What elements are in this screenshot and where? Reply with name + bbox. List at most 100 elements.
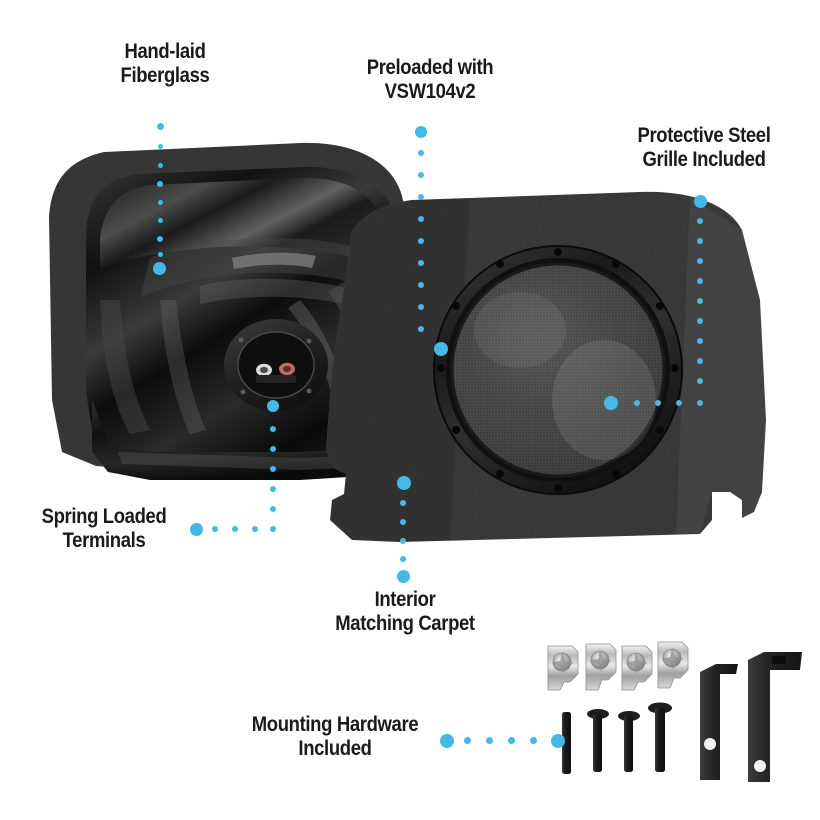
leader-dot [418,194,424,200]
bracket-slot [772,656,786,664]
spring-clip [657,641,689,689]
leader-endpoint-dot [551,734,565,748]
leader-dot [418,304,424,310]
leader-dot [270,486,276,492]
leader-endpoint-dot [604,396,618,410]
terminal-base-block [256,375,296,383]
leader-dot [232,526,238,532]
leader-dot [400,519,406,525]
leader-dot [158,200,163,205]
negative-terminal-hole [260,366,268,374]
leader-dot [212,526,218,532]
leader-endpoint-dot [153,262,166,275]
leader-dot [418,260,424,266]
leader-dot [418,238,424,244]
grille-mesh [452,264,664,476]
terminal-cup-screw-tr [306,338,312,344]
leader-dot [697,278,703,284]
leader-dot [464,737,471,744]
leader-dot [270,506,276,512]
left-enclosure-base-highlight [118,452,386,470]
leader-dot [157,181,163,187]
leader-dot [697,358,703,364]
leader-dot [400,556,406,562]
leader-dot [270,526,276,532]
grille-ring-outline [433,245,683,495]
leader-dot [270,426,276,432]
left-enclosure-top-highlight [100,177,392,268]
terminal-cup-screw-br [306,388,312,394]
grille-ring-screws [437,248,679,492]
leader-endpoint-dot [397,476,411,490]
leader-dot [252,526,258,532]
left-enclosure-specular-streak [232,252,316,269]
leader-dot [157,123,164,130]
left-enclosure-edge-reflection [160,300,206,434]
positive-terminal-hole [283,365,291,373]
grille-dome-highlight-2 [474,292,566,368]
grille-screw [437,364,445,372]
leader-dot [697,338,703,344]
leader-dot [634,400,640,406]
callout-spring-loaded-terminals: Spring Loaded Terminals [41,505,167,552]
leader-dot [676,400,682,406]
mounting-bolt [587,709,609,772]
grille-screw [671,364,679,372]
grille-screw [496,260,504,268]
leader-dot [400,500,406,506]
leader-dot [158,252,163,257]
mounting-bolt [618,711,640,772]
mounting-hardware-kit [547,641,802,782]
callout-preloaded-with-vsw104v2: Preloaded with VSW104v2 [366,56,494,103]
leader-dot [697,318,703,324]
right-subwoofer-enclosure [326,191,766,542]
leader-dot [270,466,276,472]
leader-dot [418,150,424,156]
grille-screw [452,426,460,434]
grille-screw [612,470,620,478]
grille-screw [452,302,460,310]
grille-screw [656,302,664,310]
leader-endpoint-dot [267,400,279,412]
leader-dot [158,163,163,168]
leader-dot [270,446,276,452]
mounting-bolt [562,712,571,774]
leader-dot [530,737,537,744]
leader-endpoint-dot [415,126,427,138]
callout-protective-steel-grille: Protective Steel Grille Included [637,124,771,171]
mounting-bolt [648,702,672,772]
grille-mesh-edge [450,262,666,478]
mounting-bracket [748,652,802,782]
terminal-cup-screw-bl [240,389,246,395]
mounting-bracket [700,664,738,780]
spring-loaded-terminal-cup [224,319,328,411]
leader-dot [697,258,703,264]
leader-dot [418,326,424,332]
left-enclosure-specular-streak-2 [200,278,352,306]
leader-dot [697,378,703,384]
right-enclosure-right-sheen [676,196,766,536]
leader-dot [486,737,493,744]
grille-screw [554,484,562,492]
grille-screw [612,260,620,268]
callout-interior-matching-carpet: Interior Matching Carpet [335,588,475,635]
left-enclosure-side-shade [100,300,150,434]
callout-mounting-hardware-included: Mounting Hardware Included [251,713,419,760]
leader-endpoint-dot [397,570,410,583]
spring-clips [547,641,689,691]
right-enclosure-left-shade [326,198,470,542]
leader-dot [157,236,163,242]
left-enclosure-crease-upper [140,237,398,300]
spring-clip [585,643,617,691]
leader-dot [400,538,406,544]
grille-screw [496,470,504,478]
leader-dot [697,400,703,406]
leader-endpoint-dot [694,195,707,208]
leader-endpoint-dot [440,734,454,748]
terminal-cup-screw-tl [238,337,244,343]
grille-screw [554,248,562,256]
leader-dot [418,282,424,288]
spring-clip [621,645,653,691]
leader-endpoint-dot [190,523,203,536]
